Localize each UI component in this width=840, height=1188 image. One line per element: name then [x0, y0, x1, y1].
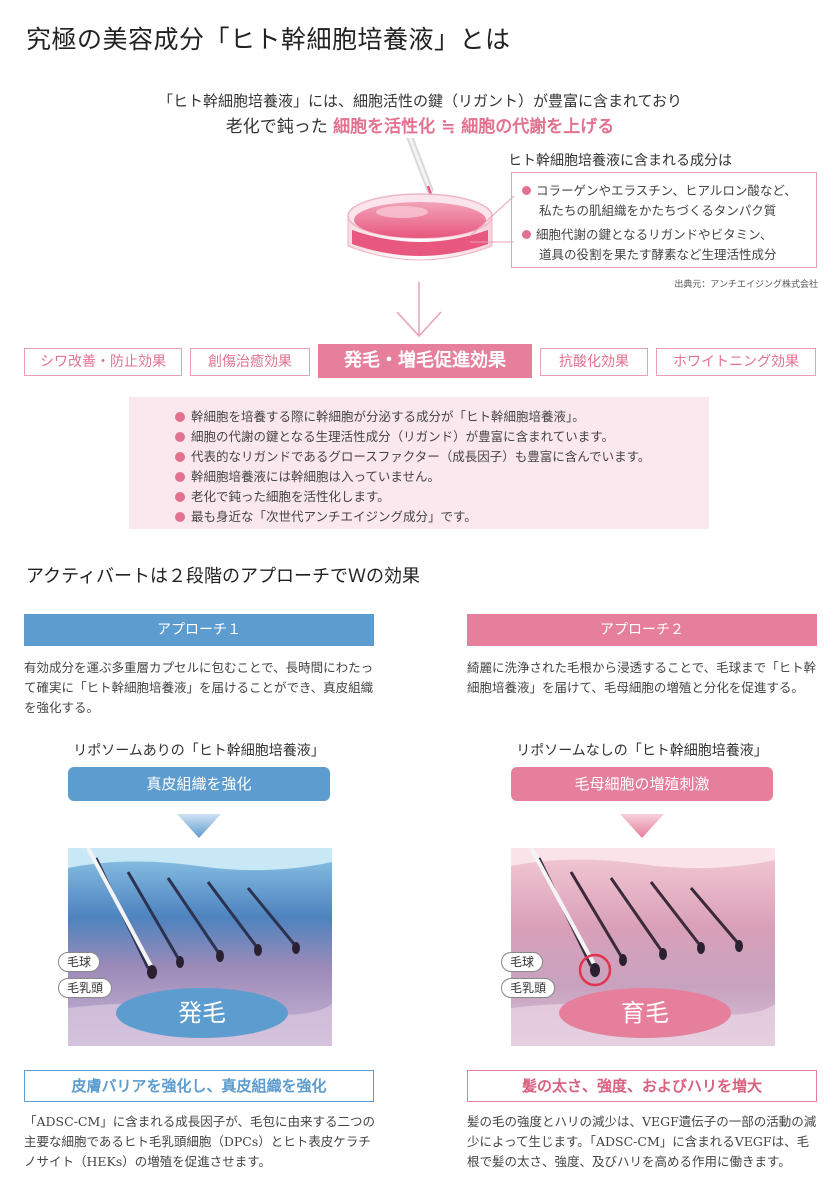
components-box: コラーゲンやエラスチン、ヒアルロン酸など、 私たちの肌組織をかたちづくるタンパク… — [511, 172, 817, 268]
list-item: 最も身近な「次世代アンチエイジング成分」です。 — [175, 507, 477, 527]
approach-1-text: 有効成分を運ぶ多重層カプセルに包むことで、長時間にわたって確実に「ヒト幹細胞培養… — [24, 660, 374, 715]
list-item-text: 最も身近な「次世代アンチエイジング成分」です。 — [191, 509, 477, 524]
intro-line-2-highlight: 細胞を活性化 ≒ 細胞の代謝を上げる — [333, 117, 615, 137]
component-2-line-2: 道具の役割を果たす酵素など生理活性成分 — [539, 247, 777, 262]
approach-2-result: 髪の太さ、強度、およびハリを増大 — [467, 1070, 817, 1102]
list-item-text: 細胞の代謝の鍵となる生理活性成分（リガンド）が豊富に含まれています。 — [191, 429, 615, 444]
source-note: 出典元：アンチエイジング株式会社 — [674, 280, 818, 290]
list-item-text: 幹細胞培養液には幹細胞は入っていません。 — [191, 469, 441, 484]
bullet-dot — [522, 186, 531, 195]
triangle-down-icon — [620, 814, 664, 838]
label-hair-bulb: 毛球 — [58, 952, 101, 972]
bullet-dot — [175, 432, 185, 442]
intro-line-2-prefix: 老化で鈍った — [225, 117, 328, 137]
list-item-text: 老化で鈍った細胞を活性化します。 — [191, 489, 390, 504]
label-dermal-papilla: 毛乳頭 — [58, 978, 113, 998]
bullet-dot — [175, 452, 185, 462]
list-item: 細胞の代謝の鍵となる生理活性成分（リガンド）が豊富に含まれています。 — [175, 427, 614, 447]
approach-1-oval: 発毛 — [116, 988, 288, 1038]
bullet-dot — [175, 472, 185, 482]
intro-line-1: 「ヒト幹細胞培養液」には、細胞活性の鍵（リガント）が豊富に含まれており — [157, 92, 683, 110]
approach-1-result: 皮膚バリアを強化し、真皮組織を強化 — [24, 1070, 374, 1102]
components-title: ヒト幹細胞培養液に含まれる成分は — [508, 153, 732, 169]
list-item: 老化で鈍った細胞を活性化します。 — [175, 487, 390, 507]
approach-2-bar: アプローチ２ — [467, 614, 817, 646]
label-dermal-papilla: 毛乳頭 — [501, 978, 556, 998]
page-title: 究極の美容成分「ヒト幹細胞培養液」とは — [26, 25, 511, 54]
triangle-down-icon — [177, 814, 221, 838]
approach-1-footnote: 「ADSC-CM」に含まれる成長因子が、毛包に由来する二つの主要な細胞であるヒト… — [24, 1114, 376, 1169]
bullet-dot — [175, 412, 185, 422]
connector-lines — [470, 195, 514, 243]
list-item: 幹細胞を培養する際に幹細胞が分泌する成分が「ヒト幹細胞培養液」。 — [175, 407, 585, 427]
bullet-dot — [175, 492, 185, 502]
feature-list-box: 幹細胞を培養する際に幹細胞が分泌する成分が「ヒト幹細胞培養液」。 細胞の代謝の鍵… — [129, 397, 709, 529]
arrow-down-icon — [396, 282, 442, 338]
effect-whitening: ホワイトニング効果 — [656, 348, 816, 376]
effect-hair-growth: 発毛・増毛促進効果 — [318, 344, 532, 378]
section-heading: アクティバートは２段階のアプローチでＷの効果 — [26, 566, 421, 587]
approach-2-oval: 育毛 — [559, 988, 731, 1038]
component-1-line-1: コラーゲンやエラスチン、ヒアルロン酸など、 — [536, 183, 797, 198]
component-item-1: コラーゲンやエラスチン、ヒアルロン酸など、 — [522, 181, 797, 201]
approach-2-pill: 毛母細胞の増殖刺激 — [511, 767, 773, 801]
approach-2-text: 綺麗に洗浄された毛根から浸透することで、毛球まで「ヒト幹細胞培養液」を届けて、毛… — [467, 660, 817, 695]
label-hair-bulb: 毛球 — [501, 952, 544, 972]
petri-dish-illustration — [347, 138, 493, 261]
approach-2-subtitle: リポソームなしの「ヒト幹細胞培養液」 — [516, 743, 768, 759]
bullet-dot — [175, 512, 185, 522]
list-item: 代表的なリガンドであるグロースファクター（成長因子）も豊富に含んでいます。 — [175, 447, 650, 467]
effect-wound-healing: 創傷治癒効果 — [190, 348, 310, 376]
list-item-text: 代表的なリガンドであるグロースファクター（成長因子）も豊富に含んでいます。 — [191, 449, 651, 464]
approach-1-subtitle: リポソームありの「ヒト幹細胞培養液」 — [73, 743, 325, 759]
bullet-dot — [522, 230, 531, 239]
approach-2-footnote: 髪の毛の強度とハリの減少は、VEGF遺伝子の一部の活動の減少によって生じます。「… — [467, 1114, 817, 1169]
effect-antioxidant: 抗酸化効果 — [540, 348, 648, 376]
approach-1-pill: 真皮組織を強化 — [68, 767, 330, 801]
effect-wrinkle: シワ改善・防止効果 — [24, 348, 182, 376]
approach-1-bar: アプローチ１ — [24, 614, 374, 646]
component-item-2: 細胞代謝の鍵となるリガンドやビタミン、 — [522, 225, 772, 245]
intro-line-2: 老化で鈍った 細胞を活性化 ≒ 細胞の代謝を上げる — [0, 112, 840, 137]
component-1-line-2: 私たちの肌組織をかたちづくるタンパク質 — [539, 203, 777, 218]
list-item: 幹細胞培養液には幹細胞は入っていません。 — [175, 467, 440, 487]
component-2-line-1: 細胞代謝の鍵となるリガンドやビタミン、 — [536, 227, 773, 242]
list-item-text: 幹細胞を培養する際に幹細胞が分泌する成分が「ヒト幹細胞培養液」。 — [191, 409, 585, 424]
